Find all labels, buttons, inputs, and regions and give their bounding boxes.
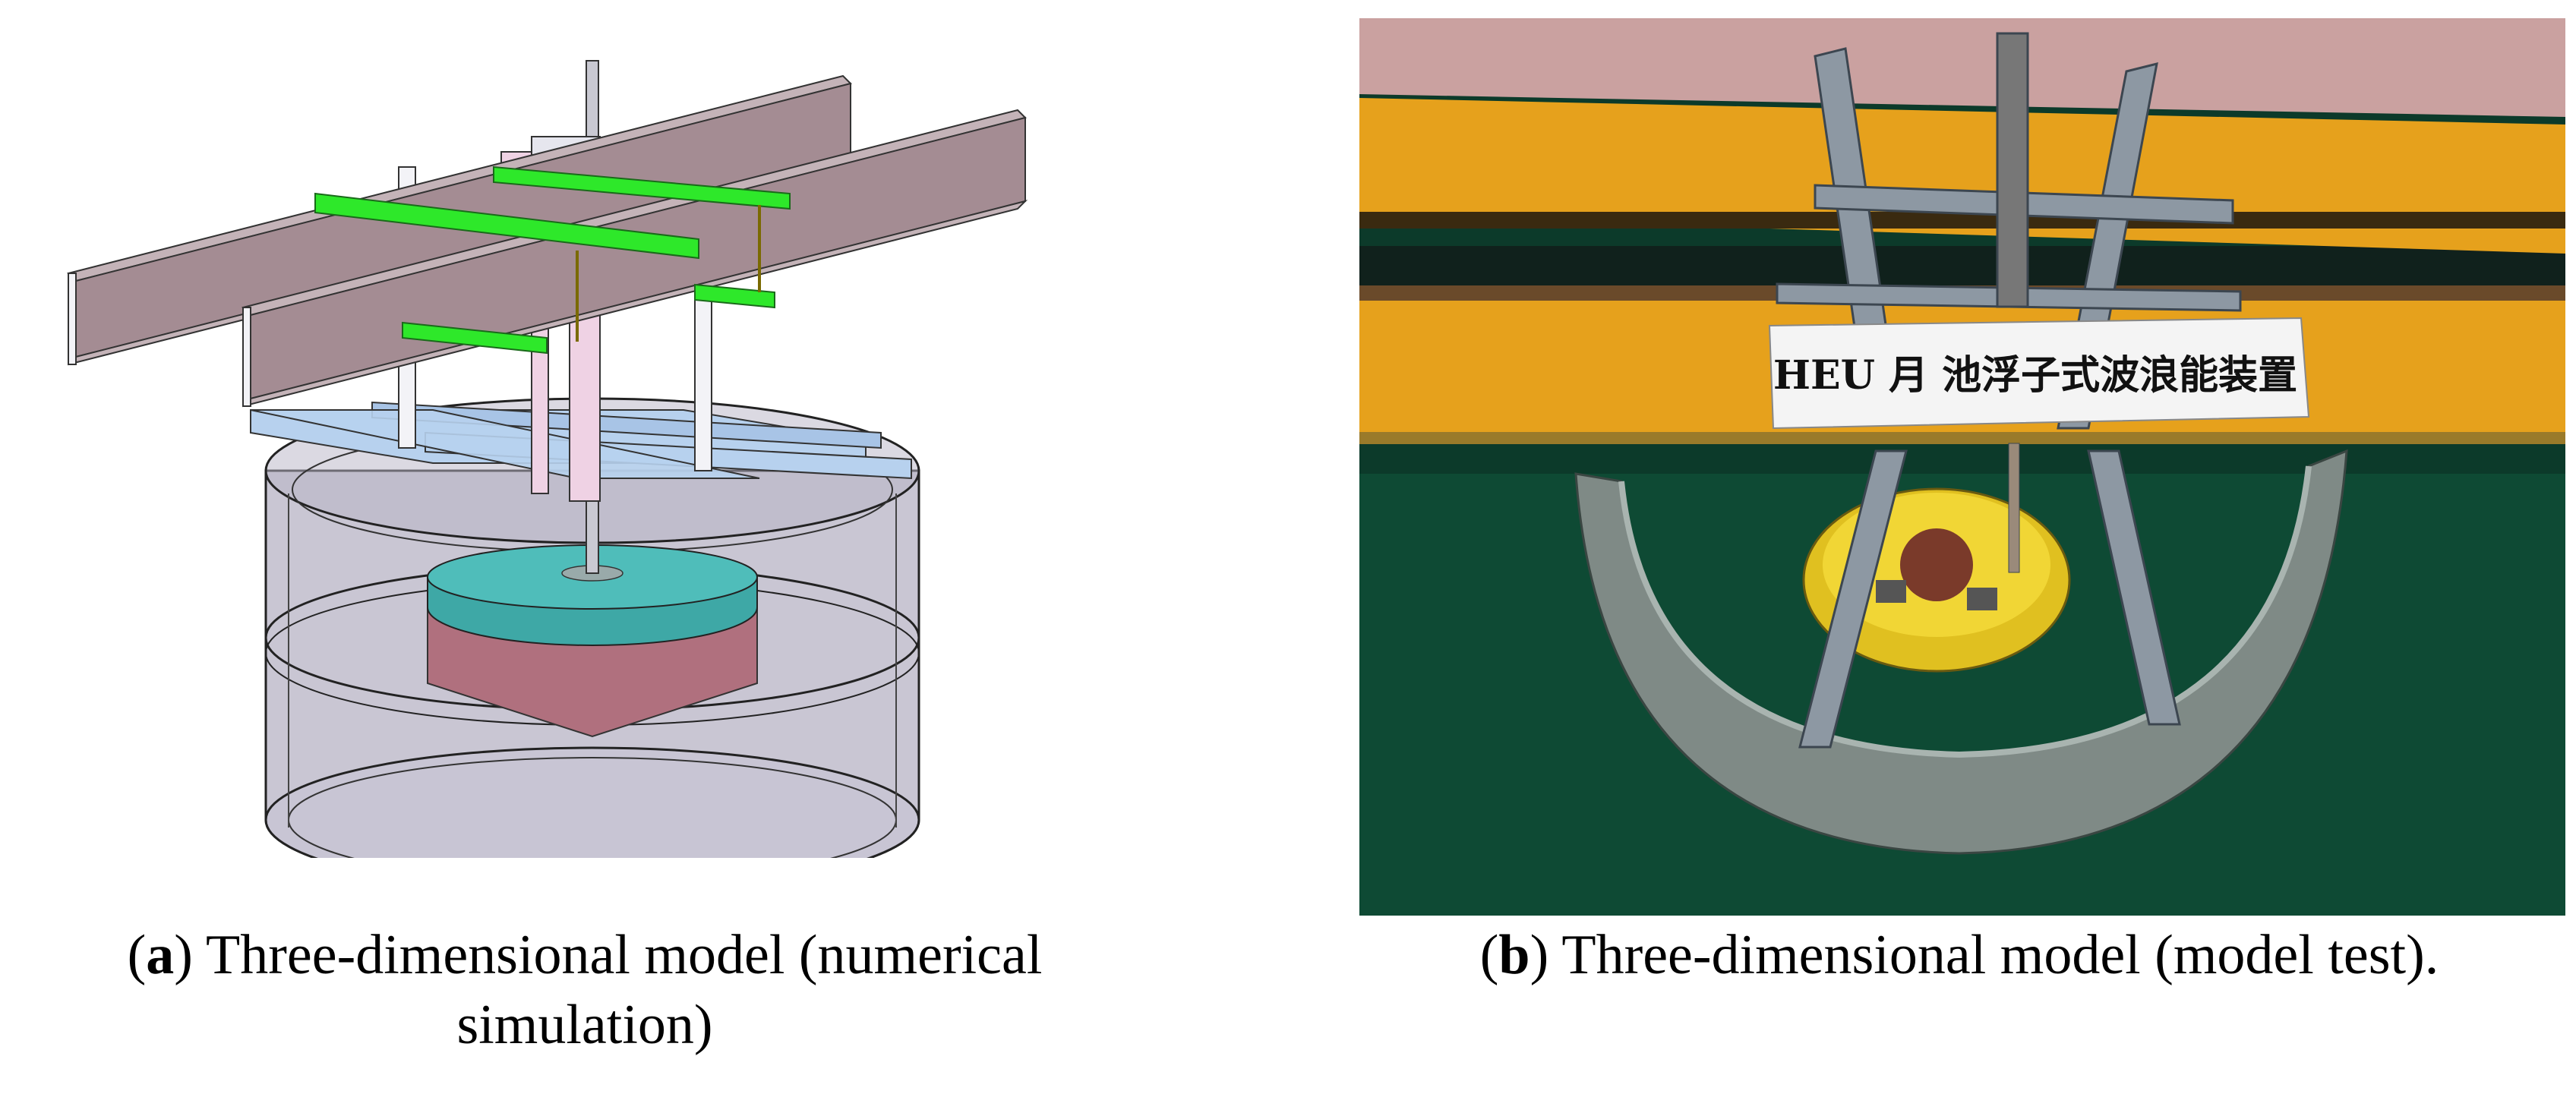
sign-text: HEU 月 池浮子式波浪能装置 — [1773, 352, 2297, 399]
caption-b: (b) Three-dimensional model (model test)… — [1352, 920, 2567, 990]
caption-a-text: ) Three-dimensional model (numerical — [174, 924, 1043, 986]
caption-b-letter: b — [1498, 924, 1530, 986]
moonpool-ring — [1574, 449, 2348, 855]
caption-b-text: ) Three-dimensional model (model test). — [1530, 924, 2439, 986]
sign: HEU 月 池浮子式波浪能装置 — [1768, 317, 2310, 430]
caption-a-line2: simulation) — [456, 994, 713, 1056]
model-test-photo: HEU 月 池浮子式波浪能装置 — [1359, 18, 2565, 916]
panel-b: HEU 月 池浮子式波浪能装置 (b) Three-dimensional mo… — [1352, 0, 2576, 1094]
green-brackets — [314, 166, 791, 355]
caption-a-letter: a — [146, 924, 175, 986]
deck — [1359, 18, 2565, 117]
caption-a: (a) Three-dimensional model (numerical s… — [8, 920, 1162, 1060]
caption-b-open: ( — [1479, 924, 1499, 986]
panel-a: (a) Three-dimensional model (numerical s… — [8, 60, 1162, 1060]
cad-model-figure — [67, 60, 1028, 858]
caption-a-open: ( — [127, 924, 147, 986]
